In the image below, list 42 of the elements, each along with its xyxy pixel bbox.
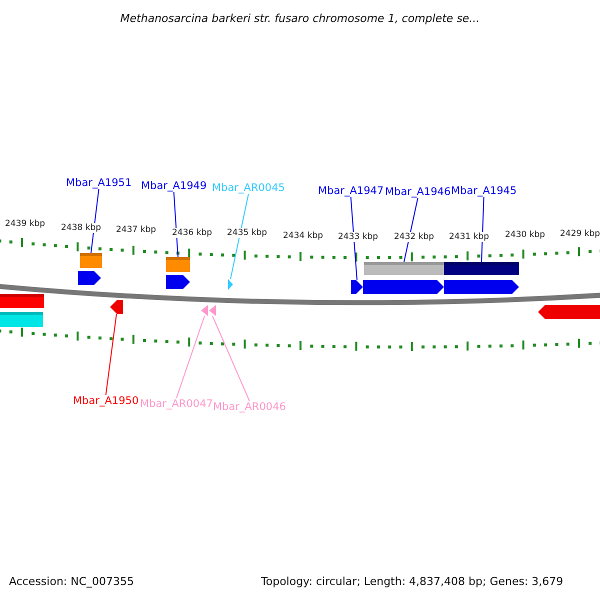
feature-bar <box>0 312 43 327</box>
feature-bar <box>444 262 519 275</box>
footer-text: Topology: circular; Length: 4,837,408 bp; Genes: 3,679 <box>261 575 564 588</box>
gene-label: Mbar_A1951 <box>66 177 132 189</box>
leader-line <box>350 196 358 280</box>
gene-label: Mbar_A1945 <box>451 185 517 197</box>
scale-label: 2432 kbp <box>394 232 434 242</box>
scale-label: 2438 kbp <box>61 223 102 233</box>
gene-marker <box>166 275 190 289</box>
gene-label: Mbar_A1950 <box>73 395 139 407</box>
leader-line <box>176 316 205 398</box>
scale-label: 2437 kbp <box>116 225 156 235</box>
scale-label: 2436 kbp <box>172 228 212 238</box>
gene-label: Mbar_AR0047 <box>140 398 213 410</box>
feature-bar <box>0 294 44 308</box>
gene-label: Mbar_AR0045 <box>212 182 285 194</box>
gene-marker <box>228 279 233 290</box>
gene-label: Mbar_A1946 <box>385 186 451 198</box>
gene-label: Mbar_AR0046 <box>213 401 286 413</box>
feature-bar <box>166 257 190 272</box>
gene-marker <box>209 305 216 316</box>
leader-line <box>230 194 249 280</box>
scale-label: 2439 kbp <box>5 219 46 229</box>
leader-line <box>105 314 117 396</box>
scale-label: 2435 kbp <box>227 228 268 238</box>
gene-marker <box>444 280 519 294</box>
scale-label: 2433 kbp <box>338 232 378 242</box>
scale-label: 2434 kbp <box>283 231 324 241</box>
gene-marker <box>110 300 123 314</box>
scale-label: 2429 kbp <box>560 229 600 239</box>
footer-text: Accession: NC_007355 <box>9 575 134 588</box>
feature-bar <box>80 253 102 268</box>
gene-marker <box>201 305 208 316</box>
leader-line <box>212 316 250 402</box>
title: Methanosarcina barkeri str. fusaro chromosome 1, complete se... <box>119 12 481 25</box>
scale-label: 2430 kbp <box>505 230 546 240</box>
gene-label: Mbar_A1949 <box>141 180 207 192</box>
gene-label: Mbar_A1947 <box>318 185 384 197</box>
gene-marker <box>78 271 101 285</box>
gene-marker <box>538 305 600 319</box>
feature-bar <box>364 262 444 275</box>
scale-label: 2431 kbp <box>449 232 490 242</box>
